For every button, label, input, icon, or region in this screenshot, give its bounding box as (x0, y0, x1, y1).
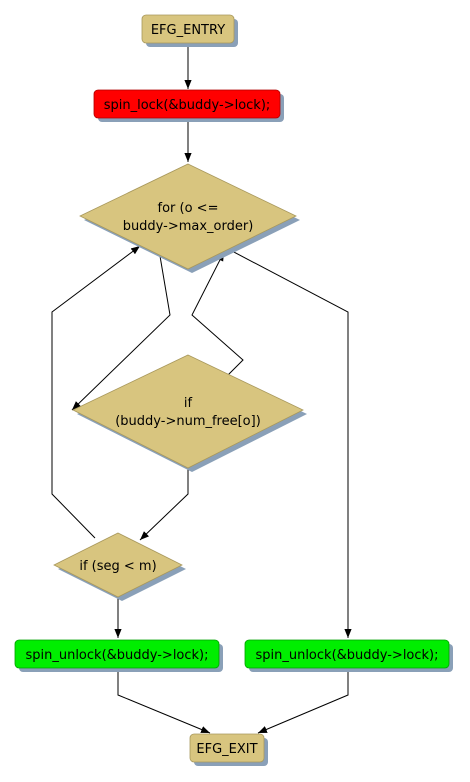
node-if-seg-diamond (53, 532, 183, 598)
edge-unlock-left-to-exit (117, 670, 211, 734)
node-lock: spin_lock(&buddy->lock); (93, 89, 284, 122)
node-exit: EFG_EXIT (189, 733, 268, 766)
node-unlock-left: spin_unlock(&buddy->lock); (14, 639, 223, 672)
edge-if-free-to-for (191, 251, 244, 376)
edge-unlock-right-to-exit (257, 670, 349, 734)
node-unlock-left-label: spin_unlock(&buddy->lock); (25, 648, 208, 663)
node-unlock-right-box (244, 639, 450, 669)
node-entry-box (141, 14, 235, 44)
node-for-loop: for (o <= buddy->max_order) (79, 163, 300, 273)
node-for-loop-diamond (79, 163, 297, 270)
node-if-free-diamond (72, 354, 304, 469)
node-if-free-label-line1: if (184, 396, 193, 411)
edge-if-seg-to-for (51, 245, 141, 539)
node-if-seg-label: if (seg < m) (79, 559, 156, 574)
edge-for-to-if-free (71, 255, 171, 411)
node-unlock-right-label: spin_unlock(&buddy->lock); (255, 648, 438, 663)
node-if-seg: if (seg < m) (53, 532, 186, 601)
node-for-loop-label-line1: for (o <= (158, 201, 219, 216)
node-for-loop-label-line2: buddy->max_order) (123, 219, 254, 234)
node-entry-label: EFG_ENTRY (151, 23, 225, 38)
node-if-free-label-line2: (buddy->num_free[o]) (115, 414, 261, 429)
node-unlock-left-box (14, 639, 220, 669)
edges (51, 45, 352, 734)
node-unlock-right: spin_unlock(&buddy->lock); (244, 639, 453, 672)
node-lock-label: spin_lock(&buddy->lock); (104, 98, 271, 113)
node-if-free: if (buddy->num_free[o]) (72, 354, 307, 472)
node-lock-box (93, 89, 281, 119)
edge-if-free-to-if-seg (139, 468, 189, 541)
node-exit-box (189, 733, 265, 763)
node-exit-label: EFG_EXIT (196, 742, 257, 757)
edge-for-to-unlock-right (229, 249, 352, 638)
node-entry: EFG_ENTRY (141, 14, 238, 47)
